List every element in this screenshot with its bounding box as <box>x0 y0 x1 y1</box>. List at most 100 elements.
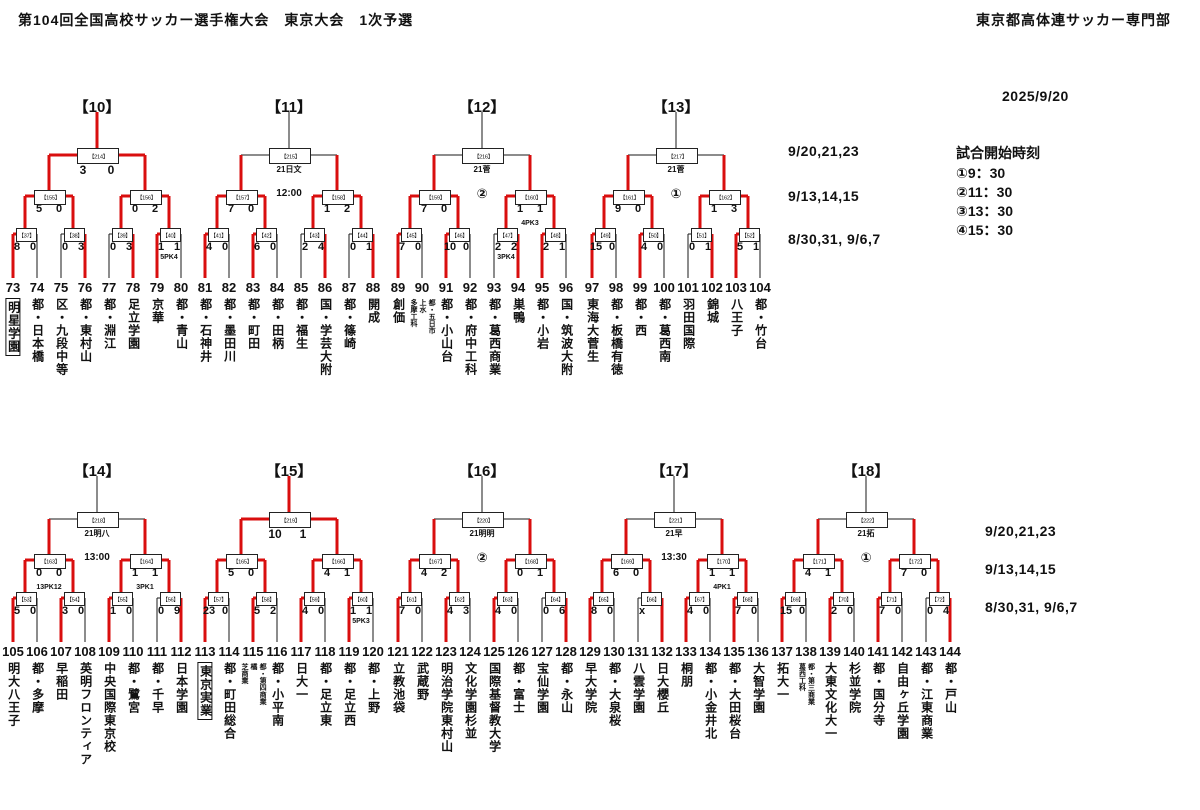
firstround-score-right: 0 <box>608 241 616 253</box>
semifinal-score-left: 5 <box>35 203 43 215</box>
semifinal-match-box: 【166】 <box>322 553 354 569</box>
team-name: 都・町田 <box>246 298 261 350</box>
match-id: 【219】 <box>280 516 300 524</box>
team-name: 都・町田総合 <box>222 662 237 740</box>
team-name-merged: 都・第四商業橘芝商業 <box>216 663 290 705</box>
match-id: 【169】 <box>617 557 637 565</box>
semifinal-score-left: 4 <box>420 567 428 579</box>
match-id: 【170】 <box>713 557 733 565</box>
firstround-score-left: 4 <box>686 605 694 617</box>
match-id: 【54】 <box>65 595 83 603</box>
final-match-box: 【218】 <box>77 512 119 528</box>
final-venue-label: 21明八 <box>84 529 110 538</box>
team-name: 宝仙学園 <box>535 662 550 714</box>
team-name-small: 上水 <box>419 299 427 313</box>
semifinal-match-box: 【156】 <box>130 189 162 205</box>
team-name-small: 都・五日市 <box>428 299 436 334</box>
semifinal-score-right: 2 <box>440 567 448 579</box>
team-name-small: 都・第三商業 <box>807 663 815 705</box>
bracket-label: 【13】 <box>652 99 700 116</box>
firstround-score-left: x <box>638 605 646 617</box>
team-number: 143 <box>915 644 937 659</box>
team-name: 都・西 <box>633 298 648 337</box>
match-id: 【165】 <box>232 557 252 565</box>
firstround-score-right: 1 <box>558 241 566 253</box>
firstround-score-right: 1 <box>704 241 712 253</box>
team-number: 91 <box>438 280 454 295</box>
firstround-score-left: 6 <box>253 241 261 253</box>
semifinal-match-box: 【170】 <box>707 553 739 569</box>
team-number: 117 <box>290 644 312 659</box>
firstround-match-box: 【57】 <box>207 592 229 606</box>
semifinal-score-left: 0 <box>35 567 43 579</box>
firstround-match-box: 【71】 <box>880 592 902 606</box>
firstround-score-left: 23 <box>202 605 216 617</box>
firstround-match-box: 【47】 <box>496 228 518 242</box>
semifinal-score-left: 7 <box>900 567 908 579</box>
team-name: 都・石神井 <box>198 298 213 363</box>
team-number: 105 <box>2 644 24 659</box>
firstround-score-right: 0 <box>656 241 664 253</box>
team-number: 97 <box>584 280 600 295</box>
match-id: 【72】 <box>930 595 948 603</box>
page-title: 第104回全国高校サッカー選手権大会 東京大会 1次予選 <box>18 12 414 28</box>
firstround-match-box: 【61】 <box>400 592 422 606</box>
team-number: 82 <box>221 280 237 295</box>
match-id: 【215】 <box>280 152 300 160</box>
team-name: 日大櫻丘 <box>655 662 670 714</box>
firstround-score-right: 0 <box>317 605 325 617</box>
penalty-note: 4PK1 <box>713 584 731 591</box>
team-number: 121 <box>387 644 409 659</box>
team-number: 141 <box>867 644 889 659</box>
firstround-score-right: 1 <box>173 241 181 253</box>
team-number: 113 <box>194 644 216 659</box>
team-name: 都・千早 <box>150 662 165 714</box>
firstround-score-left: 7 <box>398 241 406 253</box>
team-number: 95 <box>534 280 550 295</box>
semifinal-score-right: 1 <box>343 567 351 579</box>
team-number: 83 <box>245 280 261 295</box>
team-number: 119 <box>338 644 360 659</box>
firstround-score-right: 4 <box>317 241 325 253</box>
firstround-score-right: 0 <box>221 605 229 617</box>
final-match-box: 【222】 <box>846 512 888 528</box>
semifinal-score-right: 1 <box>824 567 832 579</box>
team-name: 都・小山台 <box>439 298 454 363</box>
team-name: 羽田国際 <box>681 298 696 350</box>
firstround-score-right: 2 <box>269 605 277 617</box>
firstround-score-left: 3 <box>61 605 69 617</box>
team-number: 110 <box>122 644 144 659</box>
penalty-note: 3PK4 <box>497 254 515 261</box>
final-match-box: 【220】 <box>462 512 504 528</box>
match-id: 【64】 <box>546 595 564 603</box>
firstround-match-box: 【70】 <box>832 592 854 606</box>
firstround-score-left: 0 <box>688 241 696 253</box>
team-name: 都・東村山 <box>78 298 93 363</box>
schedule-top-firstround: 8/30,31, 9/6,7 <box>788 231 881 247</box>
team-number: 86 <box>317 280 333 295</box>
semifinal-score-left: 1 <box>708 567 716 579</box>
team-number: 135 <box>723 644 745 659</box>
team-name: 自由ヶ丘学園 <box>895 662 910 740</box>
firstround-match-box: 【65】 <box>592 592 614 606</box>
final-match-box: 【214】 <box>77 148 119 164</box>
semifinal-match-box: 【167】 <box>419 553 451 569</box>
final-kickoff-circle: ① <box>670 186 682 201</box>
semifinal-match-box: 【160】 <box>515 189 547 205</box>
team-number: 123 <box>435 644 457 659</box>
firstround-match-box: 【52】 <box>738 228 760 242</box>
firstround-score-left: 7 <box>734 605 742 617</box>
team-number: 80 <box>173 280 189 295</box>
team-number: 124 <box>459 644 481 659</box>
team-name: 都・永山 <box>559 662 574 714</box>
match-id: 【61】 <box>402 595 420 603</box>
semifinal-score-left: 7 <box>420 203 428 215</box>
final-time-label: 13:00 <box>84 552 110 563</box>
firstround-score-right: 0 <box>414 241 422 253</box>
schedule-bottom-semifinal: 9/13,14,15 <box>985 561 1057 577</box>
team-number: 78 <box>125 280 141 295</box>
match-id: 【162】 <box>715 193 735 201</box>
schedule-top-final: 9/20,21,23 <box>788 143 860 159</box>
match-id: 【68】 <box>738 595 756 603</box>
penalty-note: 3PK1 <box>136 584 154 591</box>
